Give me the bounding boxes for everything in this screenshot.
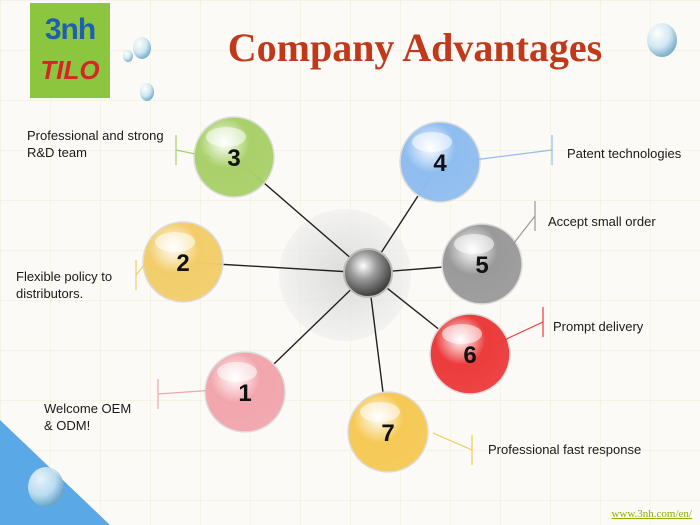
node-highlight — [206, 127, 246, 147]
logo-text-3nh: 3nh — [44, 13, 96, 46]
node-number-3: 3 — [227, 145, 240, 172]
node-highlight — [454, 234, 494, 254]
water-drop-decoration — [28, 467, 64, 507]
advantage-node-1[interactable]: 1 — [204, 351, 286, 433]
callout-line-1 — [157, 389, 216, 395]
footer-link[interactable]: www.3nh.com/en/ — [611, 508, 692, 520]
node-number-4: 4 — [433, 150, 447, 177]
advantage-label-2: Flexible policy to distributors. — [16, 269, 113, 301]
node-highlight — [442, 324, 482, 344]
callout-line-4 — [457, 149, 553, 163]
node-highlight — [155, 232, 195, 252]
callout-line-6 — [486, 321, 544, 349]
advantage-label-5: Accept small order — [548, 214, 656, 229]
company-logo[interactable]: 3nh TILO — [30, 3, 110, 98]
callout-line-5 — [499, 215, 536, 262]
advantage-node-4[interactable]: 4 — [399, 121, 481, 203]
node-highlight — [360, 402, 400, 422]
advantage-node-7[interactable]: 7 — [347, 391, 429, 473]
advantage-label-4: Patent technologies — [567, 146, 682, 161]
water-drop-decoration — [133, 37, 151, 59]
node-number-6: 6 — [463, 342, 476, 369]
advantage-node-2[interactable]: 2 — [142, 221, 224, 303]
advantage-label-7: Professional fast response — [488, 442, 642, 457]
node-highlight — [412, 132, 452, 152]
water-drop-decoration — [647, 23, 677, 57]
node-number-1: 1 — [238, 380, 251, 407]
node-number-7: 7 — [381, 420, 394, 447]
callout-line-7 — [432, 432, 473, 451]
callout-line-3 — [175, 149, 211, 158]
water-drop-decoration — [123, 50, 133, 62]
callout-line-2 — [135, 257, 151, 276]
center-hub-sphere — [343, 248, 393, 298]
page-title: Company Advantages — [227, 25, 603, 70]
advantage-node-5[interactable]: 5 — [441, 223, 523, 305]
advantage-node-6[interactable]: 6 — [429, 313, 511, 395]
advantage-label-1: Welcome OEM & ODM! — [44, 401, 132, 433]
advantage-label-3: Professional and strong R&D team — [27, 128, 164, 160]
node-number-5: 5 — [475, 252, 488, 279]
logo-text-tilo: TILO — [40, 55, 100, 85]
advantage-node-3[interactable]: 3 — [193, 116, 275, 198]
node-number-2: 2 — [176, 250, 189, 277]
node-highlight — [217, 362, 257, 382]
advantage-label-6: Prompt delivery — [553, 319, 644, 334]
water-drop-decoration — [140, 83, 154, 101]
